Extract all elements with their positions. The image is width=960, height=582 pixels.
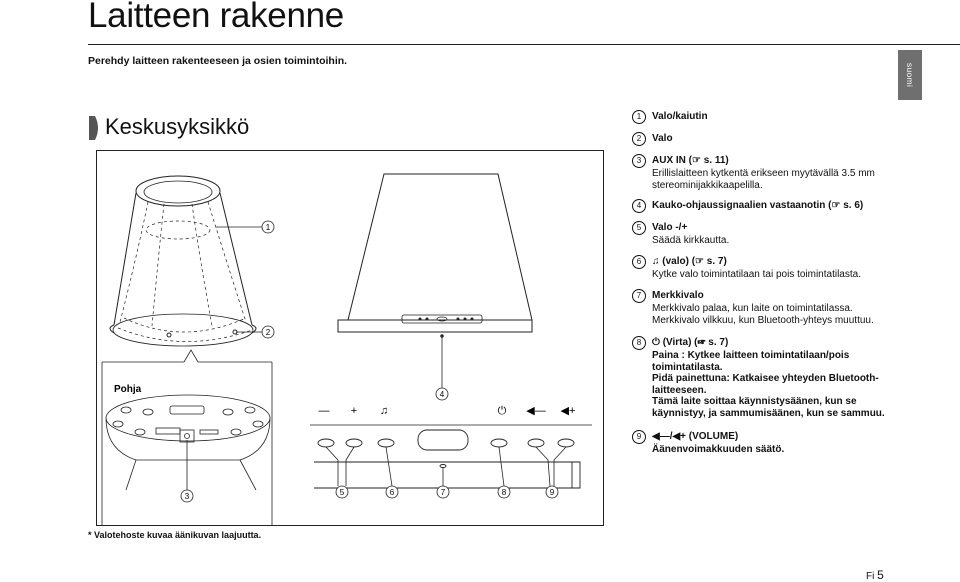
component-number: 4: [632, 199, 646, 213]
component-description: Merkkivalo vilkkuu, kun Bluetooth-yhteys…: [652, 314, 874, 326]
component-number: 2: [632, 132, 646, 146]
callout-3: [180, 489, 194, 503]
diagram-frame: [96, 150, 604, 526]
component-name: ⏻ (Virta) (☞ s. 7): [652, 337, 729, 348]
component-number: 7: [632, 289, 646, 303]
callout-4: [435, 387, 449, 401]
component-description: Tämä laite soittaa käynnistysäänen, kun …: [652, 396, 857, 407]
speaker-front-view: [337, 173, 533, 338]
callout-5-label: 5: [340, 488, 345, 497]
component-number: 5: [632, 221, 646, 235]
component-name: Kauko-ohjaussignaalien vastaanotin (☞ s.…: [652, 200, 864, 211]
page-title: Laitteen rakenne: [88, 0, 344, 35]
component-description: Pidä painettuna: Katkaisee yhteyden Blue…: [652, 373, 879, 384]
callout-8: [497, 485, 511, 499]
section-marker-icon: [89, 116, 98, 140]
base-view: [105, 394, 271, 491]
callout-5: [335, 485, 349, 499]
callout-7: [436, 485, 450, 499]
component-name: Valo -/+: [652, 222, 688, 233]
callouts-bottom: 5 6 7 8 9: [335, 485, 559, 499]
language-tab: suomi: [898, 50, 922, 100]
component-name: Valo: [652, 133, 673, 144]
callout-7-label: 7: [441, 488, 446, 497]
component-number: 9: [632, 430, 646, 444]
component-description: laitteeseen.: [652, 384, 707, 396]
component-description: stereominijakkikaapelilla.: [652, 179, 763, 191]
callout-9: [545, 485, 559, 499]
callout-3-label: 3: [185, 492, 190, 501]
callout-8-label: 8: [502, 488, 507, 497]
component-description: Merkkivalo palaa, kun laite on toimintat…: [652, 303, 853, 314]
section-title: Keskusyksikkö: [105, 114, 250, 139]
callout-6: [385, 485, 399, 499]
callout-2: [261, 325, 275, 339]
callout-6-label: 6: [390, 488, 395, 497]
component-name: AUX IN (☞ s. 11): [652, 155, 729, 166]
callout-1-label: 1: [266, 223, 271, 232]
component-description: käynnistyy, ja sammumisäänen, kun se sam…: [652, 407, 885, 419]
panel-symbols: — + ♫ ⏻ ◀— ◀+: [319, 405, 576, 417]
panel-symbol-vol-down: ◀—: [526, 405, 545, 417]
panel-symbol-vol-up: ◀+: [561, 405, 576, 417]
footnote: * Valotehoste kuvaa äänikuvan laajuutta.: [88, 530, 262, 540]
callout-9-label: 9: [550, 488, 555, 497]
intro-text: Perehdy laitteen rakenteeseen ja osien t…: [88, 55, 348, 67]
component-description: Kytke valo toimintatilaan tai pois toimi…: [652, 269, 861, 280]
title-divider: [88, 44, 960, 45]
component-name: Merkkivalo: [652, 290, 704, 301]
component-number: 8: [632, 336, 646, 350]
page-number: Fi 5: [866, 568, 884, 582]
component-description: toimintatilasta.: [652, 361, 723, 373]
component-number: 1: [632, 110, 646, 124]
speaker-perspective-view: [109, 175, 257, 347]
callout-2-label: 2: [266, 328, 271, 337]
page-prefix: Fi: [866, 571, 875, 582]
callout-4-label: 4: [440, 390, 445, 399]
panel-symbol-power: ⏻: [498, 405, 507, 417]
base-label: Pohja: [114, 384, 142, 395]
page-number-value: 5: [877, 568, 884, 582]
component-description: Äänenvoimakkuuden säätö.: [652, 444, 785, 455]
component-name: ◀—/◀+ (VOLUME): [652, 431, 739, 442]
component-number: 3: [632, 154, 646, 168]
component-name: Valo/kaiutin: [652, 111, 708, 122]
component-number: 6: [632, 255, 646, 269]
component-description: Erillislaitteen kytkentä erikseen myytäv…: [652, 168, 875, 179]
panel-symbol-light: ♫: [380, 405, 388, 417]
component-description: Säädä kirkkautta.: [652, 235, 730, 246]
panel-symbol-minus: —: [319, 405, 330, 417]
component-description: Paina : Kytkee laitteen toimintatilaan/p…: [652, 350, 850, 361]
language-tab-label: suomi: [905, 62, 915, 88]
device-diagram: 1 2 Pohja 3: [96, 150, 604, 526]
component-name: ♫ (valo) (☞ s. 7): [652, 256, 727, 267]
panel-symbol-plus: +: [351, 405, 357, 417]
panel-buttons: [314, 429, 581, 489]
callout-1: [261, 220, 275, 234]
